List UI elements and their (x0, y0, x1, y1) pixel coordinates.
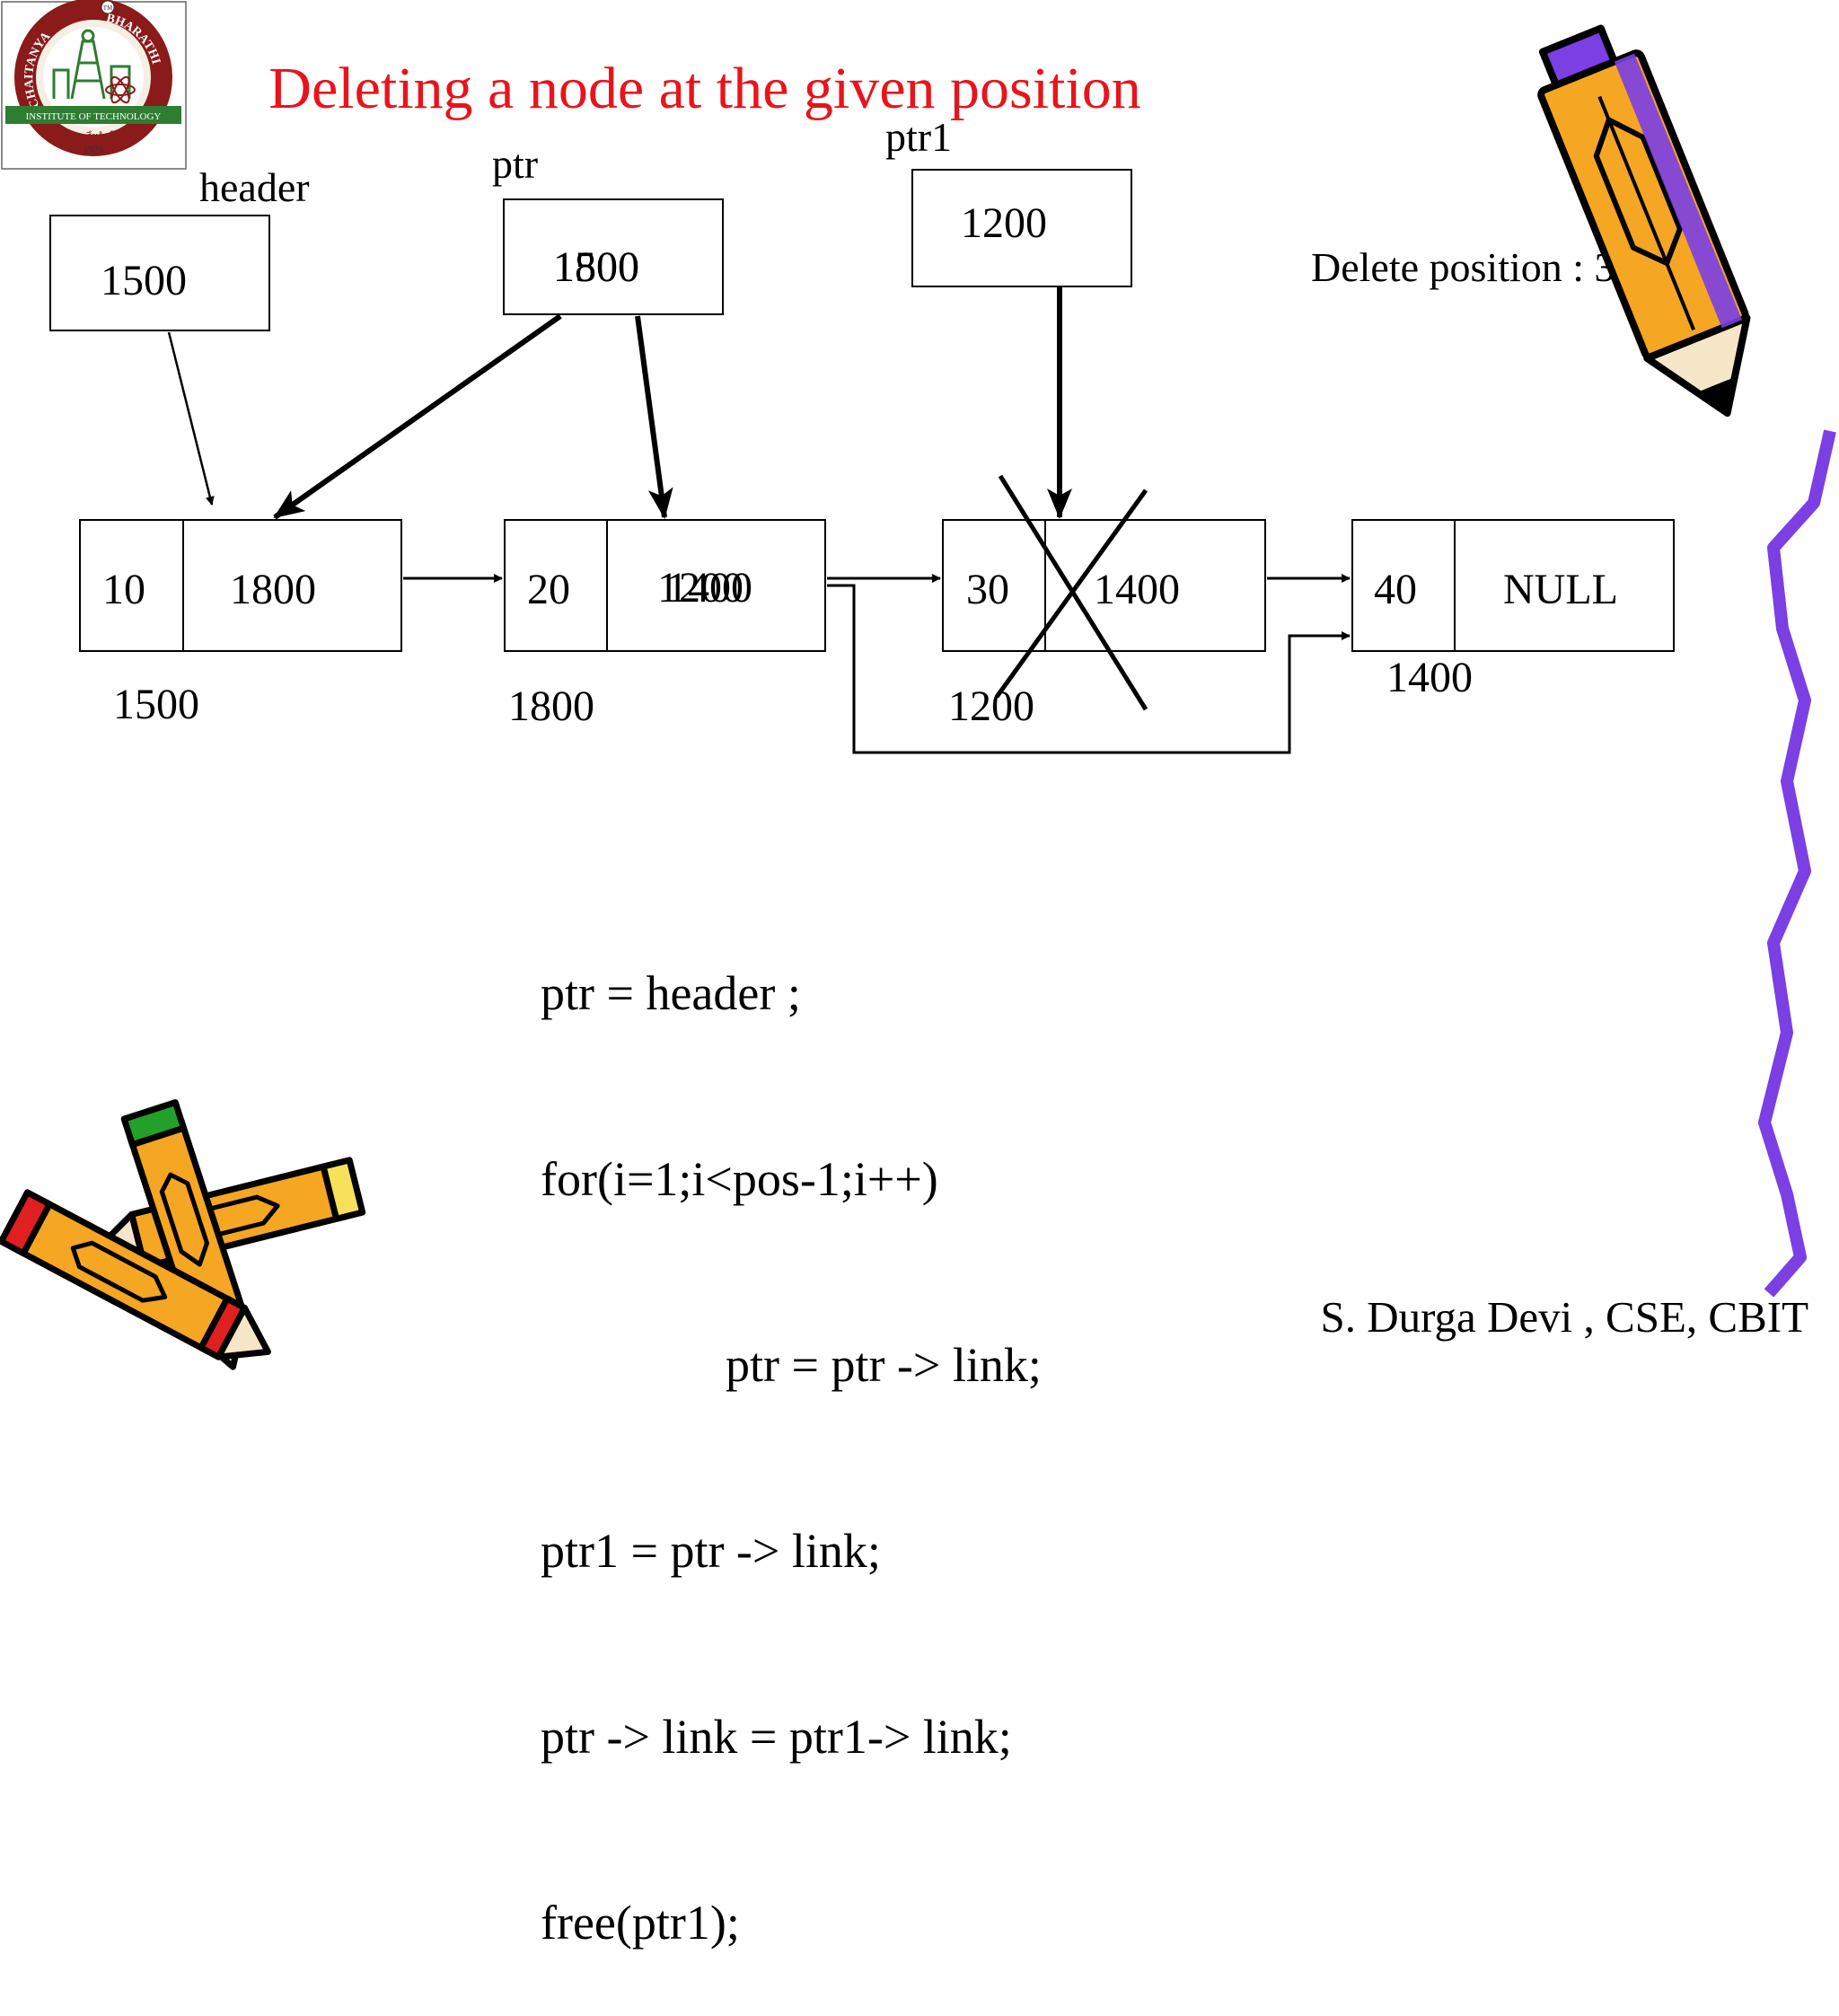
node-4-address: 1400 (1386, 654, 1473, 701)
pointer-ptr-value-new: 1800 (553, 243, 639, 291)
code-line-6: free(ptr1); (541, 1896, 740, 1950)
logo-ring-stroke (14, 0, 172, 156)
node-3-box (942, 519, 1266, 652)
pencils-bottom-left-icon (0, 1099, 366, 1370)
logo-band-text: INSTITUTE OF TECHNOLOGY (26, 111, 162, 122)
node-2-link-old: 1200 (657, 564, 744, 612)
node-2-link-new: 1400 (666, 564, 752, 612)
logo-atom-icon (105, 75, 136, 104)
pointer-ptr-value-old: 1500 (553, 243, 639, 291)
diagram-canvas: CHAITANYA BHARATHI INSTITUTE OF TECHNOLO… (0, 0, 1836, 1370)
pointer-header-value: 1500 (101, 257, 187, 304)
node-2-address: 1800 (508, 682, 594, 730)
pointer-ptr1: ptr1 1200 (885, 114, 1132, 287)
node-2-data: 20 (527, 566, 570, 613)
node-2-box (504, 519, 826, 652)
pointer-ptr-box (503, 198, 724, 315)
squiggle-decoration (1758, 429, 1836, 1298)
pointer-ptr-label: ptr (492, 141, 538, 187)
node-3-link: 1400 (1094, 566, 1180, 613)
node-1-address: 1500 (113, 681, 199, 728)
node-1-link: 1800 (230, 566, 316, 613)
logo-motto: స్వయం తేజస్విన్ భవ (57, 130, 131, 142)
logo-year: 1979 (84, 145, 104, 155)
node-1-data: 10 (102, 566, 145, 613)
list-node-1: 10 1800 1500 (79, 519, 402, 728)
deleted-node-cross (994, 474, 1148, 711)
pointer-header-label: header (199, 164, 310, 210)
page-title: Deleting a node at the given position (268, 56, 1140, 121)
arrow-bypass-node-2-to-node-4 (827, 584, 1351, 754)
pointer-header-box (49, 215, 270, 331)
arrows (167, 287, 1351, 754)
list-node-3: 30 1400 1200 (942, 519, 1266, 730)
list-node-4: 40 NULL 1400 (1351, 519, 1675, 701)
institute-logo: CHAITANYA BHARATHI INSTITUTE OF TECHNOLO… (1, 0, 187, 170)
arrow-header-to-node-1 (167, 331, 215, 506)
code-line-5: ptr -> link = ptr1-> link; (541, 1710, 1012, 1764)
arrow-ptr-old-to-node-1 (273, 313, 562, 520)
pointer-ptr1-value: 1200 (961, 199, 1047, 247)
code-line-1: ptr = header ; (541, 966, 801, 1020)
node-3-data: 30 (966, 566, 1009, 613)
logo-band (5, 106, 181, 124)
code-line-3: ptr = ptr -> link; (726, 1338, 1042, 1392)
pointer-header: header 1500 (49, 164, 310, 331)
pencil-top-right-icon (1537, 24, 1751, 417)
node-4-link: NULL (1503, 566, 1618, 613)
code-line-2: for(i=1;i<pos-1;i++) (541, 1152, 938, 1206)
author-credit: S. Durga Devi , CSE, CBIT (1320, 1292, 1808, 1342)
node-4-box (1351, 519, 1675, 652)
code-block: ptr = header ; for(i=1;i<pos-1;i++) ptr … (541, 839, 1042, 2016)
node-1-box (79, 519, 402, 652)
node-3-address: 1200 (948, 682, 1034, 730)
arrow-ptr-to-node-2 (635, 315, 673, 519)
pointer-ptr1-label: ptr1 (885, 114, 952, 160)
code-line-4: ptr1 = ptr -> link; (541, 1524, 881, 1578)
delete-position-note: Delete position : 3 (1311, 244, 1615, 290)
list-node-2: 20 1200 1400 1800 (504, 519, 826, 730)
node-4-data: 40 (1374, 566, 1417, 613)
logo-tm: TM (103, 4, 113, 12)
pointer-ptr1-box (911, 169, 1132, 287)
pointer-ptr: ptr 1500 1800 (492, 141, 724, 315)
